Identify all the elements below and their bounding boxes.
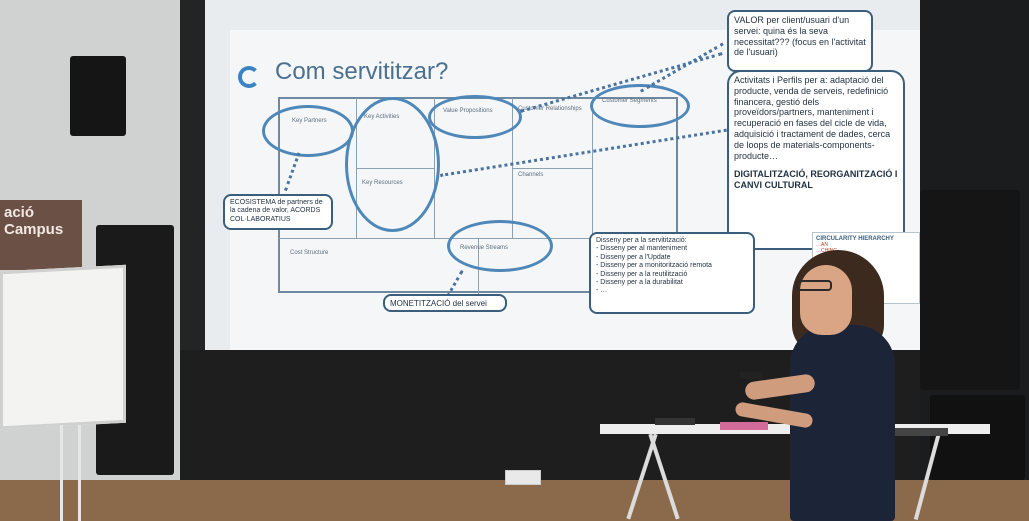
note-disseny-list: Disseny per al manteniment Disseny per a… [596,245,748,295]
left-speaker [70,56,126,136]
cell-channels: Channels [518,172,543,178]
notebook [720,422,768,430]
oval-key-partners [262,105,354,157]
note-activitats-text: Activitats i Perfils per a: adaptació de… [734,75,898,161]
right-speaker [920,190,1020,390]
note-ecosistema: ECOSISTEMA de partners de la cadena de v… [223,194,333,230]
list-item: Disseny per al manteniment [596,245,748,253]
list-item: … [596,287,748,295]
presenter-face [800,265,852,335]
logo-icon [238,66,260,88]
cell-cost-structure: Cost Structure [290,250,328,256]
note-valor: VALOR per client/usuari d'un servei: qui… [727,10,873,72]
list-item: Disseny per a la reutilització [596,271,748,279]
slide-title: Com servititzar? [275,58,448,86]
canvas-divider [592,98,593,238]
easel-leg [78,425,81,521]
note-disseny-title: Disseny per a la servitització: [596,237,748,245]
laptop [888,428,948,436]
glasses-icon [796,280,832,291]
note-monetitzacio: MONETITZACIÓ del servei [383,294,507,312]
remote-icon [740,372,762,379]
list-item: Disseny per a la durabilitat [596,279,748,287]
note-digital-text: DIGITALITZACIÓ, REORGANITZACIÓ I CANVI C… [734,169,898,191]
list-item: Disseny per a monitorització remota [596,262,748,270]
oval-revenue-streams [447,220,553,272]
power-outlet [505,470,541,485]
campus-sign-text: ació Campus [4,204,63,238]
canvas-divider [512,168,592,169]
campus-sign: ació Campus [0,200,82,270]
note-disseny: Disseny per a la servitització: Disseny … [589,232,755,314]
easel-leg [60,425,63,521]
device [655,418,695,425]
oval-key-activities [345,97,440,232]
oval-value-propositions [428,95,522,139]
right-lower-speaker [930,395,1025,480]
flipchart [0,265,126,430]
note-activitats: Activitats i Perfils per a: adaptació de… [727,70,905,250]
list-item: Disseny per a l'Update [596,254,748,262]
